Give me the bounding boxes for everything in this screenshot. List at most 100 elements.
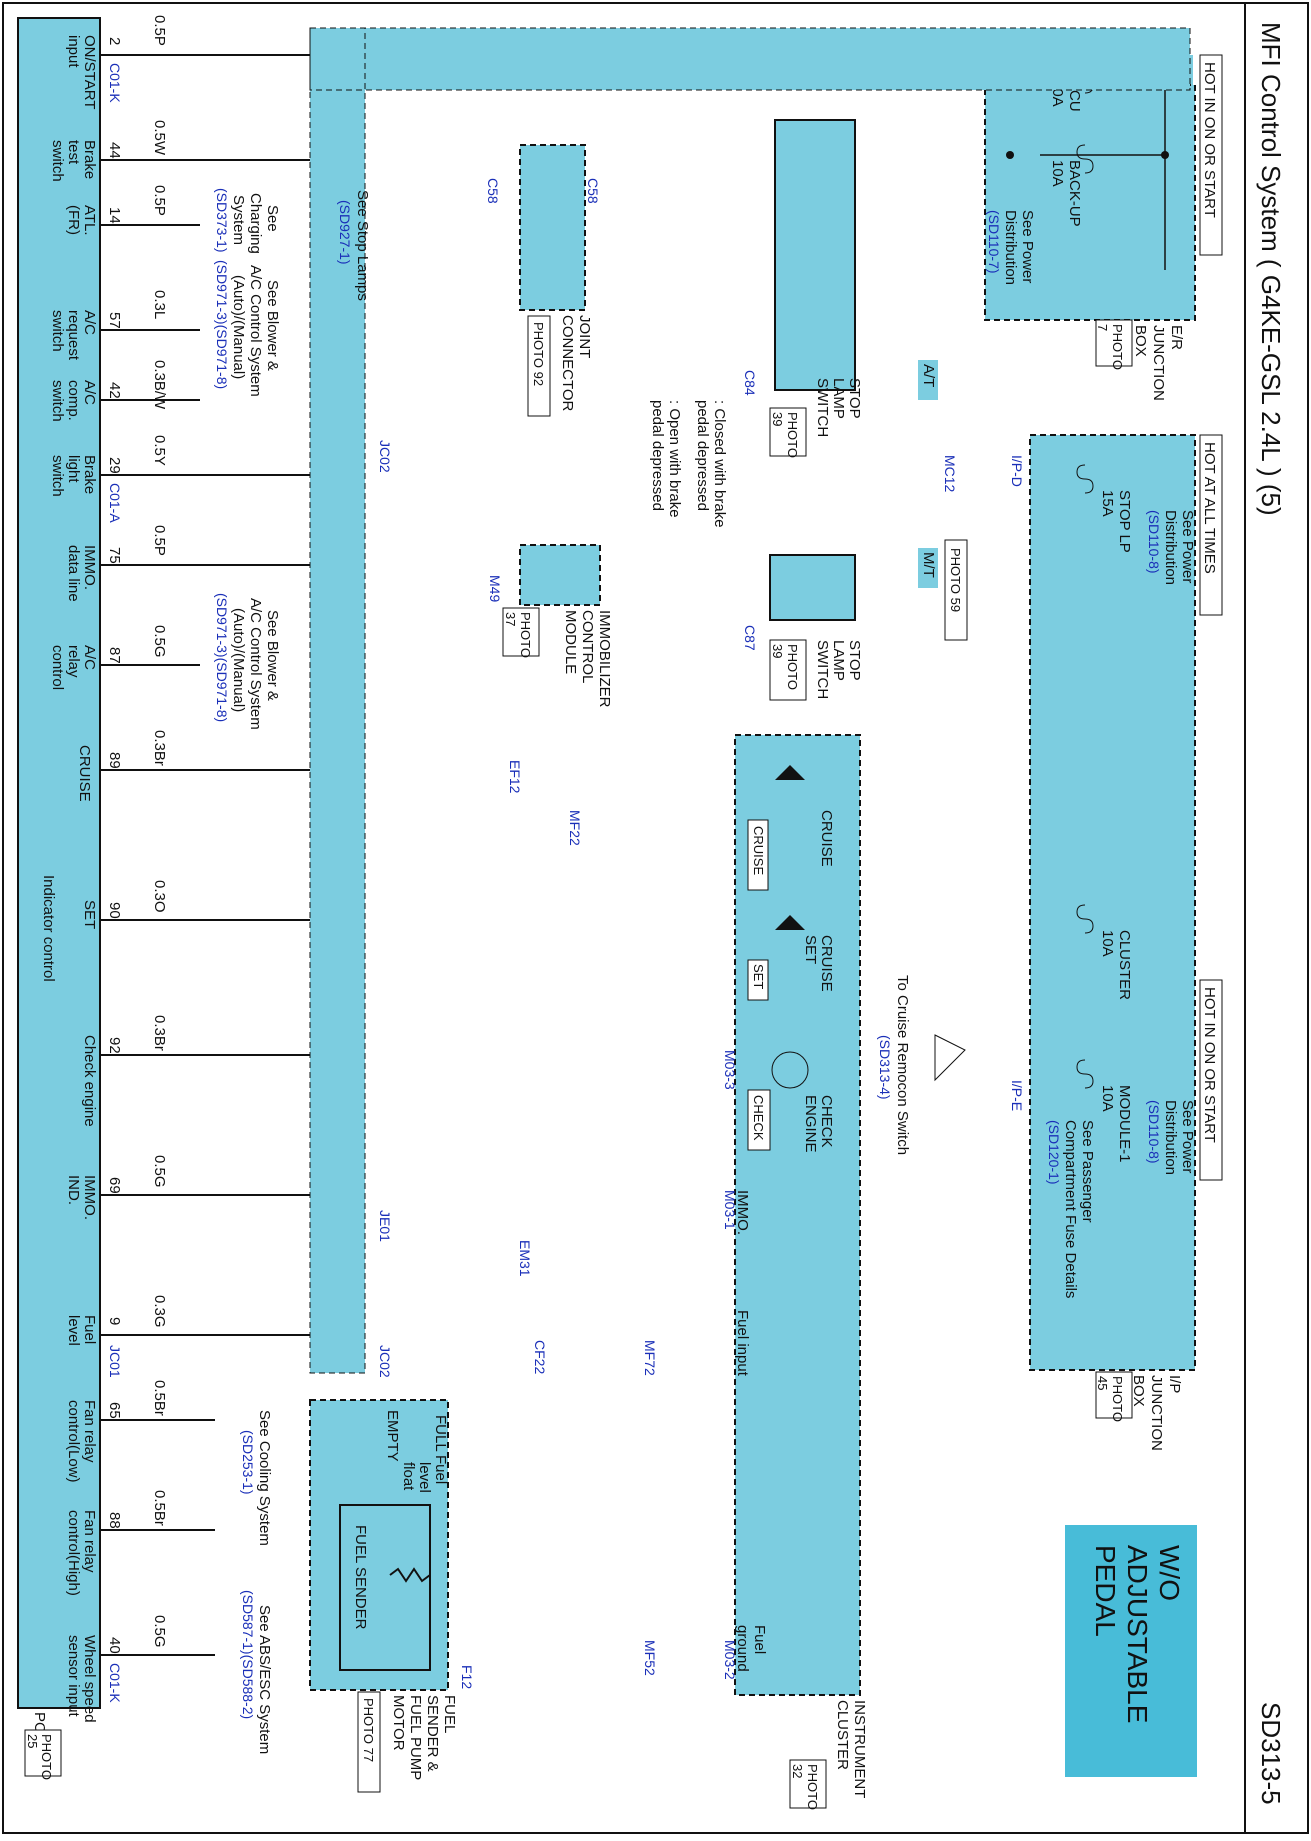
pcm-pin-label: request [65,310,82,361]
backup-fuse-name: BACK-UP [1066,160,1083,227]
pcm-pin-number: 90 [106,902,123,919]
pcm-indicator: Indicator control [40,875,57,982]
joint-conn-right: C58 [585,178,601,204]
ip-header1-box [1199,434,1223,616]
photo59-label: PHOTO 59 [948,548,963,612]
cluster-cruise: CRUISE [818,810,835,867]
pcm-pin-label: control(High) [65,1510,82,1596]
pcm-wire-code: 0.5Y [151,435,168,466]
ip-see2-ref: (SD110-8) [1146,1100,1162,1164]
ip-see1-2: Distribution [1162,510,1179,585]
cluster-fuel-gnd-1: Fuel [751,1625,768,1654]
pcm-pin-number: 65 [106,1402,123,1419]
pcm-connector: C01-K [107,63,123,103]
cluster-immo: IMMO. [734,1190,751,1235]
band-connector: JC02 [377,440,393,473]
wire-band-top [310,28,1190,90]
ip-photo-box [1095,1371,1133,1419]
sender-photo: PHOTO 77 [361,1698,376,1762]
blower2-ref-code: (SD971-3)(SD971-8) [214,593,230,722]
resistor-icon [389,1567,431,1583]
sender-float-1: Fuel [432,1455,449,1484]
stop-switch-body [774,119,856,391]
pcm-pin-number: 9 [106,1317,123,1325]
pcm-pin-label: data line [65,545,82,602]
er-see-2: Distribution [1002,210,1019,285]
at-label: A/T [920,364,937,387]
cluster-name-2: CLUSTER [834,1700,851,1770]
pcm-connector: C01-A [107,483,123,523]
page-title: MFI Control System ( G4KE-GSL 2.4L ) (5) [1256,22,1286,516]
ip-name-2: JUNCTION [1148,1375,1165,1451]
blower1-ref-3: (Auto)/(Manual) [230,275,247,379]
stop-switch-photo-box [769,407,807,457]
module1-fuse-icon [1076,1059,1094,1089]
pcm-pin-label: (FR) [65,205,82,235]
at-badge [918,360,938,400]
pcm-pin-label: Fuel [81,1315,98,1344]
legend-a-2: pedal depressed [694,400,711,511]
pcm-pin-number: 2 [106,37,123,45]
cruise-box [747,819,769,891]
pcm-pin-label: A/C [81,380,98,405]
legend-b-1: : Open with brake [666,400,683,518]
pcm-pin-number: 29 [106,457,123,474]
photo59-box [944,539,968,641]
badge-line-1: W/O [1154,1545,1185,1601]
pcm-wire-code: 0.5P [151,525,168,556]
ip-see1-1: See Power [1179,510,1196,583]
cluster-photo-1: PHOTO [805,1764,820,1810]
sender-inner-label: FUEL SENDER [352,1525,369,1630]
pcm-pin-label: light [65,455,82,483]
blower2-ref-2: A/C Control System [247,598,264,730]
instrument-cluster [734,734,861,1696]
pcm-pin-number: 42 [106,382,123,399]
cluster-photo-box [789,1759,827,1809]
er-photo-box [1095,319,1133,367]
ip-see3-1: See Passenger [1079,1120,1096,1223]
sender-float-2: level [416,1462,433,1493]
cluster-fuel-gnd-2: ground [734,1625,751,1672]
ip-header-2: HOT IN ON OR START [1201,987,1218,1143]
band-connector: EF12 [507,760,523,794]
abs-ref-code: (SD587-1)(SD588-2) [240,1590,256,1719]
band-connector: MF52 [642,1640,658,1676]
pcm-pin-label: switch [49,455,66,497]
pcm-wire-code: 0.3L [151,290,168,319]
pcm-pin-label: comp. [65,380,82,421]
blower1-ref-2: A/C Control System [247,265,264,397]
pcm-pin-label: Fan relay [81,1510,98,1573]
band-connector: CF22 [532,1340,548,1374]
joint-conn-left: C58 [485,178,501,204]
ip-photo-1: PHOTO [1110,1376,1125,1422]
joint-photo: PHOTO 92 [531,322,546,386]
cruise-lamp-icon [775,765,805,780]
cluster-check-2: ENGINE [802,1095,819,1153]
check-box-label: CHECK [751,1095,766,1141]
er-see-ref: (SD110-7) [986,210,1002,274]
sender-float-3: float [400,1462,417,1491]
band-connector: JC01 [107,1345,123,1378]
band-connector: M03-3 [722,1050,738,1090]
pcm-pin-label: SET [81,900,98,929]
stop-switch2-name-2: LAMP [830,640,847,681]
pcm-pin-label: ATL. [81,205,98,236]
page-code: SD313-5 [1256,1702,1286,1805]
pcm-pin-label: level [65,1315,82,1346]
pcm-pin-label: Fan relay [81,1400,98,1463]
pcm-photo-2: 25 [25,1734,40,1748]
er-photo-2: 7 [1095,324,1110,331]
band-connector: MC12 [942,455,958,493]
pcm-wire-code: 0.3G [151,1295,168,1328]
stop-switch-photo-1: PHOTO [785,412,800,458]
badge-line-2: ADJUSTABLE [1122,1545,1153,1723]
immo-photo-box [502,607,540,657]
check-engine-icon [771,1051,809,1089]
ip-name-1: I/P [1166,1375,1183,1393]
immo-name-1: IMMOBILIZER [596,610,613,708]
pcm-pin-label: A/C [81,310,98,335]
pcm-pin-label: test [65,140,82,165]
sender-name-1: FUEL [441,1695,458,1733]
pcm-pin-number: 88 [106,1512,123,1529]
